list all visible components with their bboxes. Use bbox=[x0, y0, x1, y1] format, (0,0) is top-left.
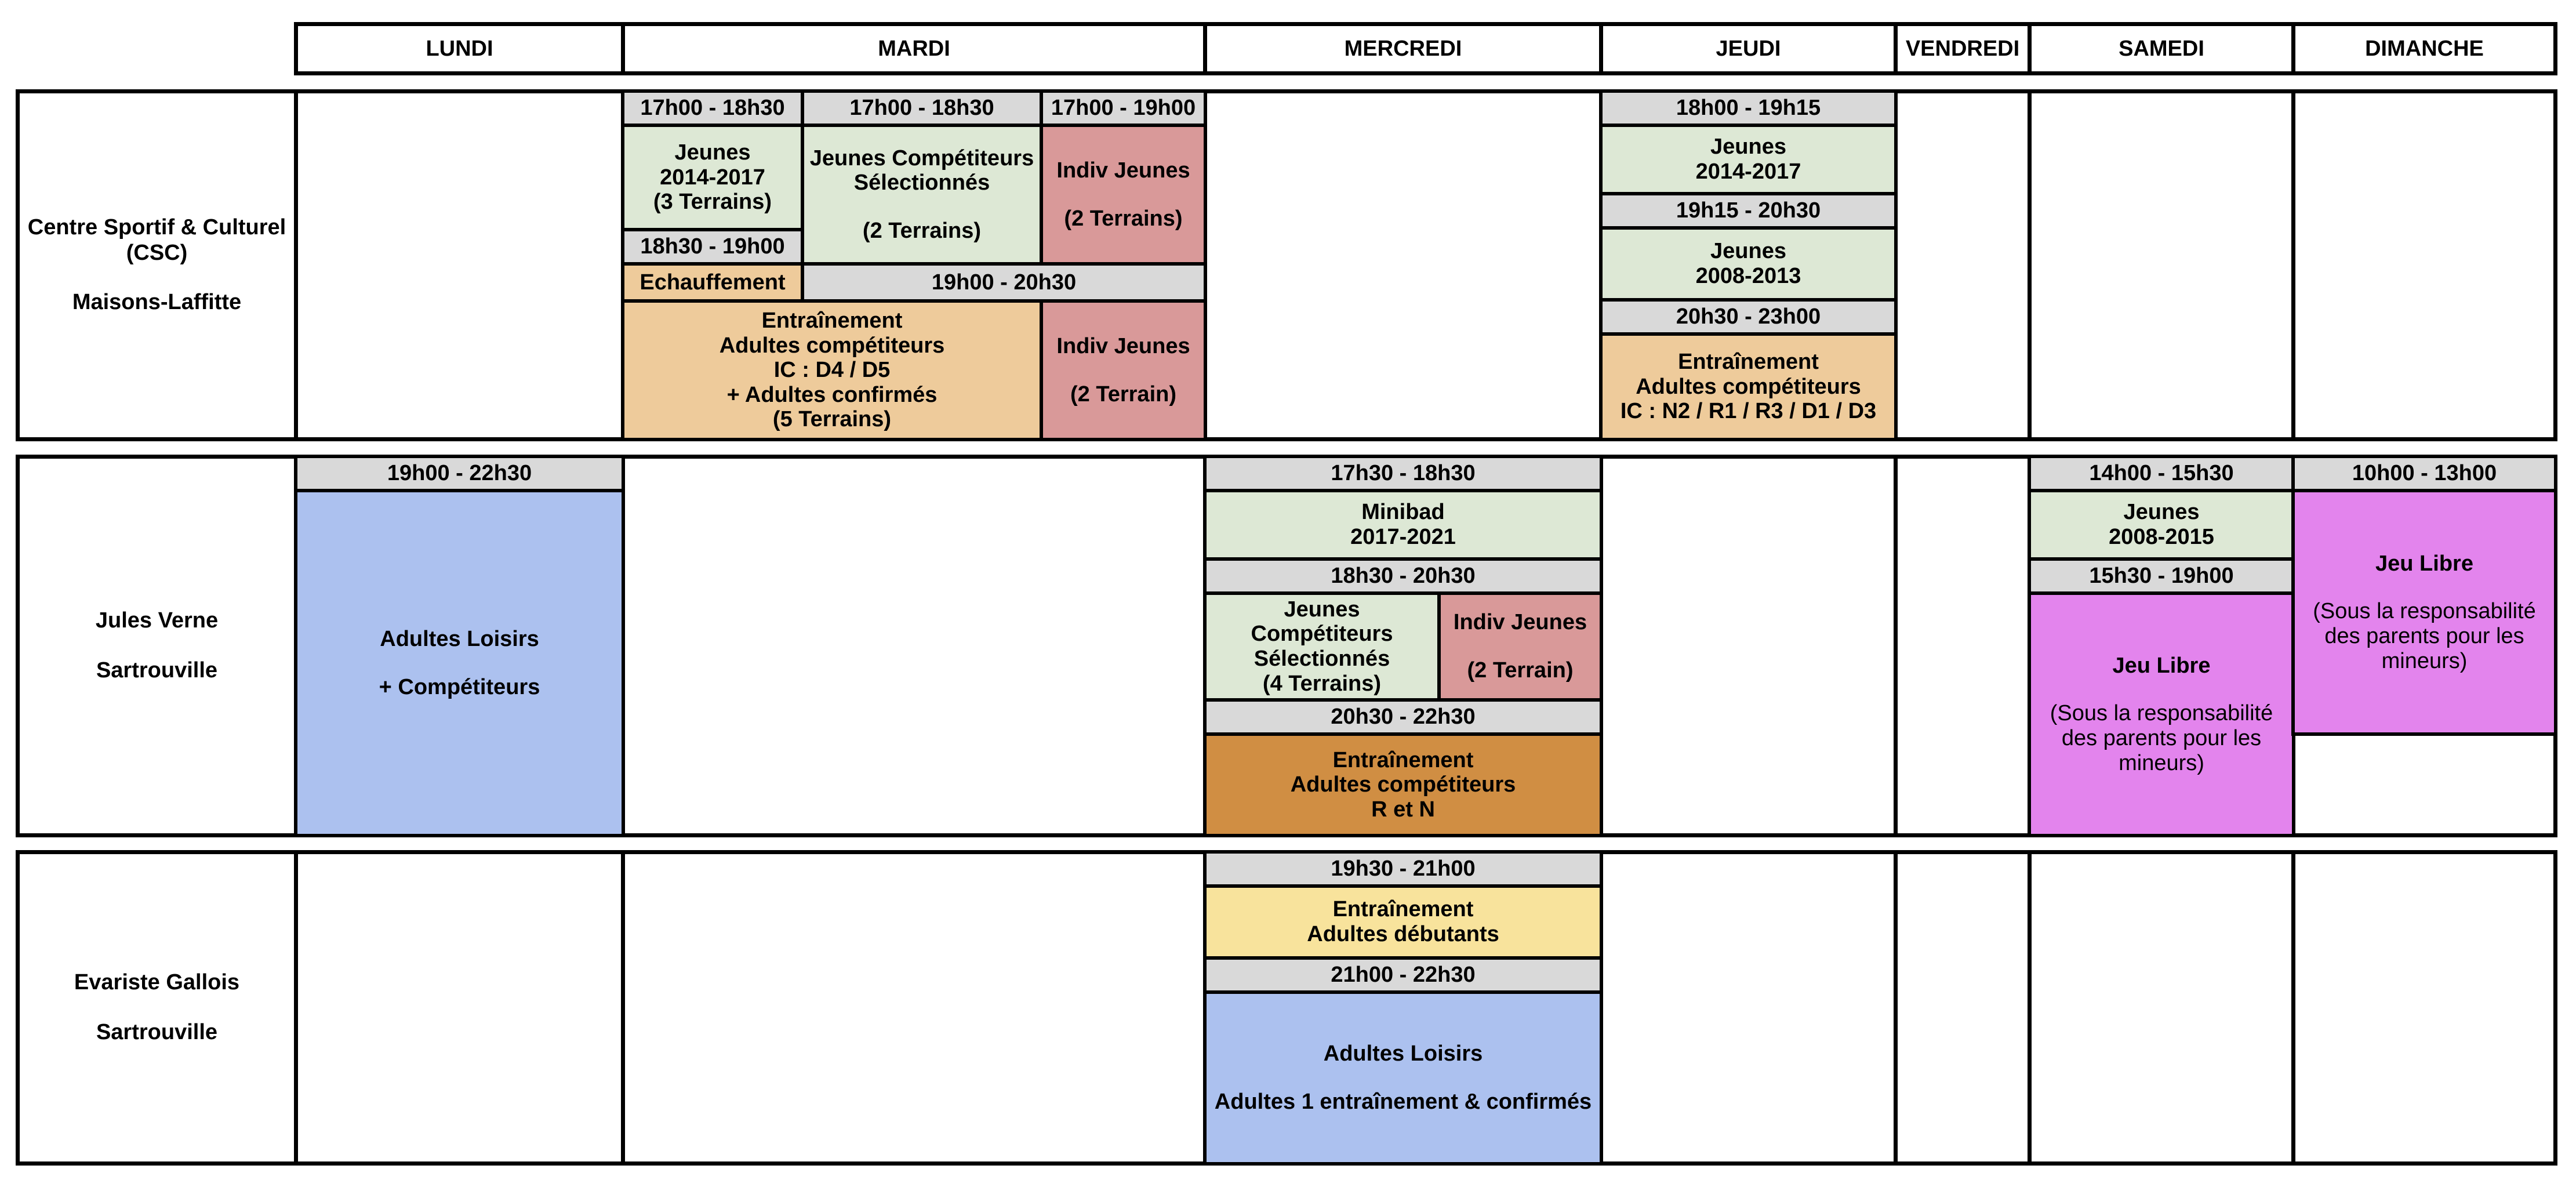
day-samedi: SAMEDI bbox=[2119, 36, 2204, 61]
session-jeu-libre: Jeu Libre (Sous la responsabilité des pa… bbox=[2028, 591, 2295, 837]
day-jeudi: JEUDI bbox=[1716, 36, 1781, 61]
session-jeunes-2014-2017: Jeunes 2014-2017 (3 Terrains) bbox=[621, 124, 804, 231]
time-slot: 20h30 - 23h00 bbox=[1599, 298, 1898, 336]
time-slot: 18h30 - 20h30 bbox=[1203, 557, 1603, 595]
session-echauffement: Echauffement bbox=[621, 262, 804, 303]
time-slot: 17h00 - 18h30 bbox=[801, 89, 1043, 127]
session-jeu-libre: Jeu Libre (Sous la responsabilité des pa… bbox=[2291, 489, 2557, 736]
day-dimanche: DIMANCHE bbox=[2365, 36, 2484, 61]
session-indiv-jeunes: Indiv Jeunes (2 Terrains) bbox=[1040, 124, 1207, 266]
time-slot: 19h30 - 21h00 bbox=[1203, 850, 1603, 888]
time-slot: 20h30 - 22h30 bbox=[1203, 698, 1603, 736]
location-csc: Centre Sportif & Culturel (CSC) Maisons-… bbox=[27, 215, 286, 315]
time-slot: 15h30 - 19h00 bbox=[2028, 557, 2295, 595]
session-indiv-jeunes: Indiv Jeunes (2 Terrain) bbox=[1040, 299, 1207, 441]
session-entrainement-adultes: Entraînement Adultes compétiteurs IC : D… bbox=[621, 299, 1043, 441]
section-csc bbox=[16, 89, 2557, 441]
session-entrainement-debutants: Entraînement Adultes débutants bbox=[1203, 884, 1603, 960]
day-mercredi: MERCREDI bbox=[1344, 36, 1462, 61]
session-entrainement-adultes: Entraînement Adultes compétiteurs R et N bbox=[1203, 732, 1603, 837]
session-jeunes-2008-2013: Jeunes 2008-2013 bbox=[1599, 226, 1898, 302]
time-slot: 14h00 - 15h30 bbox=[2028, 455, 2295, 492]
session-minibad: Minibad 2017-2021 bbox=[1203, 489, 1603, 561]
session-jeunes-competiteurs: Jeunes Compétiteurs Sélectionnés (2 Terr… bbox=[801, 124, 1043, 266]
time-slot: 21h00 - 22h30 bbox=[1203, 956, 1603, 994]
session-entrainement-adultes: Entraînement Adultes compétiteurs IC : N… bbox=[1599, 332, 1898, 441]
day-lundi: LUNDI bbox=[426, 36, 493, 61]
time-slot: 17h30 - 18h30 bbox=[1203, 455, 1603, 492]
day-mardi: MARDI bbox=[878, 36, 950, 61]
session-adultes-loisirs: Adultes Loisirs Adultes 1 entraînement &… bbox=[1203, 990, 1603, 1166]
time-slot: 18h30 - 19h00 bbox=[621, 228, 804, 266]
session-jeunes-2008-2015: Jeunes 2008-2015 bbox=[2028, 489, 2295, 561]
time-slot: 10h00 - 13h00 bbox=[2291, 455, 2557, 492]
time-slot: 19h15 - 20h30 bbox=[1599, 192, 1898, 230]
location-jules-verne: Jules Verne Sartrouville bbox=[95, 608, 219, 683]
session-indiv-jeunes: Indiv Jeunes (2 Terrain) bbox=[1437, 591, 1603, 702]
session-jeunes-competiteurs: Jeunes Compétiteurs Sélectionnés (4 Terr… bbox=[1203, 591, 1441, 702]
time-slot: 19h00 - 22h30 bbox=[294, 455, 625, 492]
session-adultes-loisirs: Adultes Loisirs + Compétiteurs bbox=[294, 489, 625, 837]
location-evariste-gallois: Evariste Gallois Sartrouville bbox=[74, 970, 240, 1044]
time-slot: 17h00 - 19h00 bbox=[1040, 89, 1207, 127]
time-slot: 18h00 - 19h15 bbox=[1599, 89, 1898, 127]
time-slot: 19h00 - 20h30 bbox=[801, 262, 1207, 303]
days-header bbox=[294, 22, 2557, 75]
day-vendredi: VENDREDI bbox=[1905, 36, 2020, 61]
time-slot: 17h00 - 18h30 bbox=[621, 89, 804, 127]
session-jeunes-2014-2017: Jeunes 2014-2017 bbox=[1599, 124, 1898, 195]
